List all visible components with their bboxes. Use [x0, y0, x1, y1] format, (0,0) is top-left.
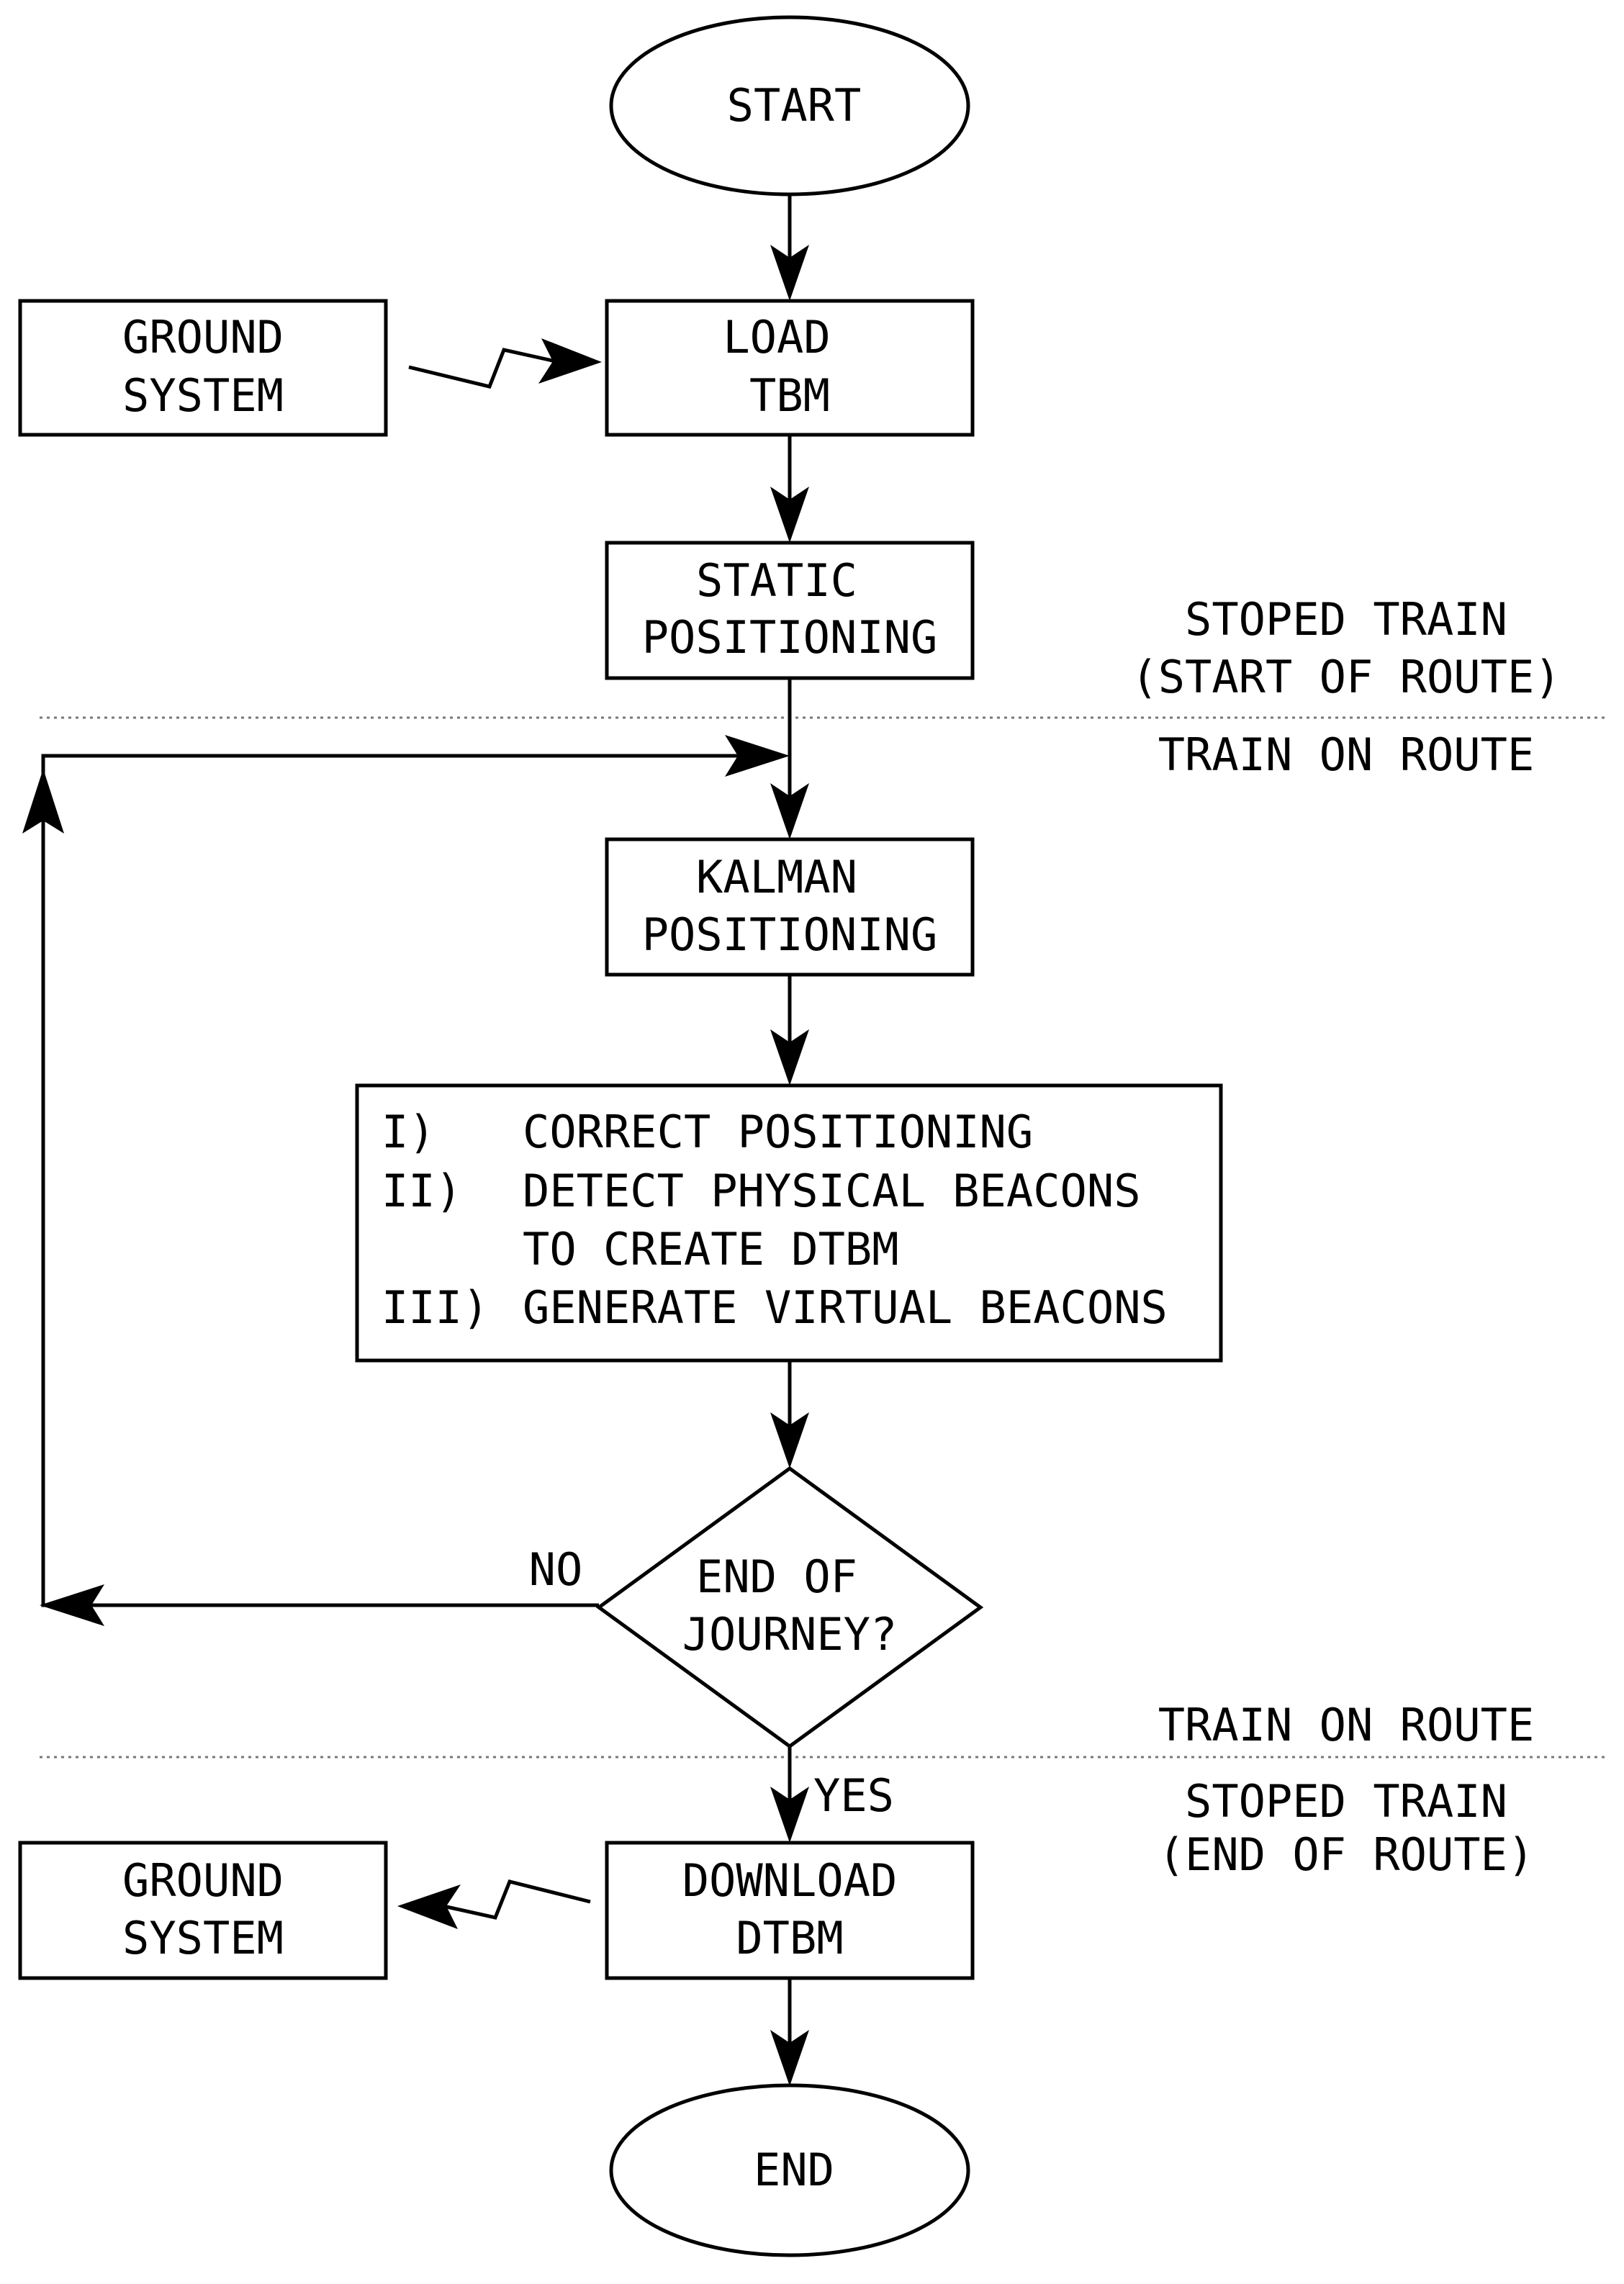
download-dtbm-line-1: DOWNLOAD: [682, 1854, 898, 1907]
step-3-number: III): [382, 1281, 489, 1334]
phase-on-route-top: TRAIN ON ROUTE: [1158, 728, 1535, 781]
ground-system-top-line-2: SYSTEM: [122, 369, 284, 422]
arrow-into-decision-icon: [770, 1412, 809, 1468]
load-tbm-line-2: TBM: [749, 369, 830, 422]
kalman-positioning-box: KALMAN POSITIONING: [605, 837, 975, 977]
step-1-number: I): [382, 1106, 436, 1158]
start-label: START: [727, 79, 862, 132]
static-positioning-line-2: POSITIONING: [642, 611, 938, 664]
end-terminator: END: [609, 2083, 970, 2257]
decision-line-1: END OF: [696, 1550, 857, 1603]
step-2-continuation-text: TO CREATE DTBM: [523, 1223, 899, 1276]
decision-no-label: NO: [529, 1543, 583, 1596]
arrow-into-end-icon: [770, 2030, 809, 2086]
kalman-positioning-line-1: KALMAN: [696, 851, 857, 903]
wireless-arrow-upload-icon: [538, 338, 602, 384]
load-tbm-line-1: LOAD: [723, 311, 830, 364]
end-of-journey-decision: END OF JOURNEY?: [595, 1466, 984, 1749]
wireless-link-download: [443, 1879, 591, 1920]
process-steps-box: I) CORRECT POSITIONING II) DETECT PHYSIC…: [355, 1083, 1223, 1363]
step-2-number: II): [382, 1165, 462, 1217]
arrow-into-download-icon: [770, 1787, 809, 1843]
ground-system-top-box: GROUND SYSTEM: [18, 299, 388, 437]
arrow-into-static-icon: [770, 487, 809, 543]
phase-stopped-end-line-2: (END OF ROUTE): [1158, 1828, 1535, 1881]
arrow-into-process-icon: [770, 1029, 809, 1085]
ground-system-bottom-line-2: SYSTEM: [122, 1912, 284, 1964]
decision-line-2: JOURNEY?: [682, 1608, 898, 1661]
start-terminator: START: [609, 15, 970, 197]
kalman-positioning-line-2: POSITIONING: [642, 908, 938, 961]
decision-yes-label: YES: [813, 1769, 894, 1822]
arrow-into-kalman-icon: [770, 783, 809, 839]
phase-stopped-start-line-1: STOPED TRAIN: [1185, 593, 1507, 646]
ground-system-bottom-line-1: GROUND: [122, 1854, 284, 1907]
download-dtbm-line-2: DTBM: [736, 1912, 843, 1964]
wireless-arrow-download-icon: [397, 1884, 461, 1929]
loop-left-arrow-icon: [40, 1584, 104, 1626]
static-positioning-line-1: STATIC: [696, 554, 857, 607]
phase-on-route-bottom: TRAIN ON ROUTE: [1158, 1699, 1535, 1751]
download-dtbm-box: DOWNLOAD DTBM: [605, 1841, 975, 1980]
wireless-link-upload: [408, 348, 556, 389]
step-3-text: GENERATE VIRTUAL BEACONS: [523, 1281, 1168, 1334]
ground-system-bottom-box: GROUND SYSTEM: [18, 1841, 388, 1980]
loop-up-arrow-icon: [22, 769, 64, 834]
step-2-text: DETECT PHYSICAL BEACONS: [523, 1165, 1141, 1217]
end-label: END: [754, 2144, 834, 2196]
load-tbm-box: LOAD TBM: [605, 299, 975, 437]
ground-system-top-line-1: GROUND: [122, 311, 284, 364]
step-1-text: CORRECT POSITIONING: [523, 1106, 1033, 1158]
arrow-into-load-icon: [770, 245, 809, 301]
phase-stopped-start-line-2: (START OF ROUTE): [1131, 651, 1561, 703]
phase-stopped-end-line-1: STOPED TRAIN: [1185, 1775, 1507, 1828]
static-positioning-box: STATIC POSITIONING: [605, 541, 975, 680]
loop-merge-arrow-icon: [725, 735, 790, 777]
loop-back-line: [41, 754, 749, 1607]
